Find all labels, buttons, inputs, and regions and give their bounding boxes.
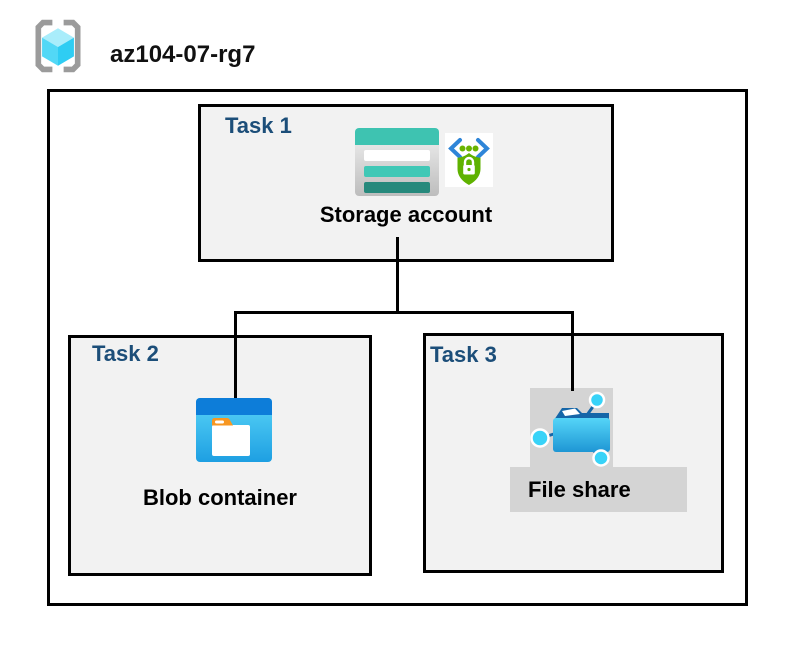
task2-box: Task 2 Blob container: [68, 335, 372, 576]
file-share-label: File share: [528, 477, 631, 502]
storage-account-label: Storage account: [319, 202, 493, 227]
resource-group-icon: [35, 19, 81, 73]
connector-storage-to-branch: [396, 237, 399, 314]
blob-container-icon: [196, 398, 272, 462]
task1-label: Task 1: [225, 113, 292, 138]
file-share-icon: [530, 388, 613, 467]
task2-label: Task 2: [92, 341, 159, 366]
file-share-label-placard: File share: [510, 467, 687, 512]
task3-label: Task 3: [430, 342, 497, 367]
connector-branch-to-blob-container: [234, 311, 237, 398]
sas-secured-endpoint-icon: [445, 133, 493, 187]
storage-account-icon: [355, 128, 439, 196]
connector-branch-horizontal: [234, 311, 574, 314]
task3-box: Task 3 File share: [423, 333, 724, 573]
resource-group-name: az104-07-rg7: [110, 41, 256, 68]
connector-branch-to-file-share: [571, 311, 574, 391]
blob-container-label: Blob container: [142, 485, 297, 510]
task1-box: Task 1 Storage account: [198, 104, 614, 262]
